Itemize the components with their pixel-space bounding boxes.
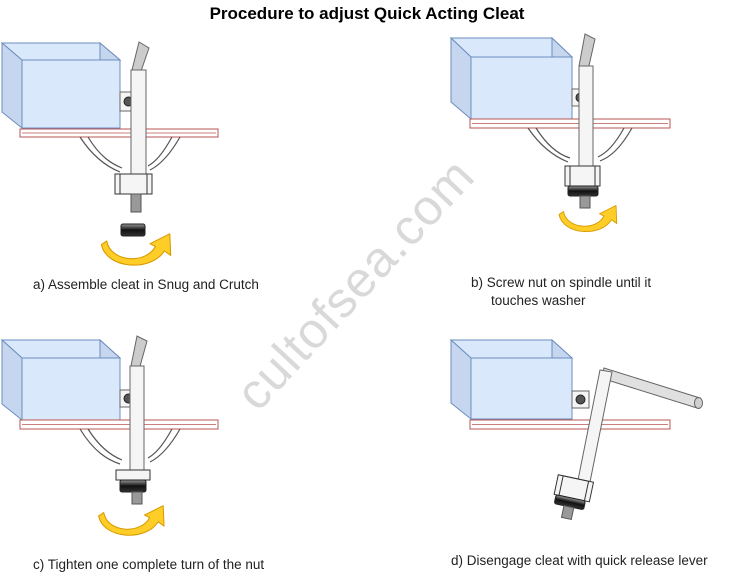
panel-b-handle-tip <box>578 33 596 71</box>
panel-c-rotation-arrow <box>98 505 165 536</box>
panel-c-nut <box>119 479 147 493</box>
panel-d-pin <box>575 394 586 405</box>
panel-d <box>449 338 703 521</box>
panel-a-crutch <box>79 136 181 173</box>
caption-step-a: a) Assemble cleat in Snug and Crutch <box>33 277 259 292</box>
panel-c-spindle <box>129 365 145 471</box>
panel-c-washer <box>115 469 151 481</box>
panel-d-washer-nut <box>553 474 595 521</box>
panel-b-rotation-arrow <box>558 205 618 233</box>
diagram-title: Procedure to adjust Quick Acting Cleat <box>209 4 525 23</box>
panel-a-handle-tip <box>131 41 150 75</box>
panel-c-box <box>0 338 122 422</box>
caption-step-d: d) Disengage cleat with quick release le… <box>451 553 708 568</box>
panel-c-crutch <box>79 428 181 465</box>
panel-a-spindle <box>130 69 147 175</box>
panel-c-handle-tip <box>130 335 148 371</box>
panel-a-rotation-arrow <box>100 233 172 266</box>
panel-b <box>449 33 671 233</box>
panel-b-box <box>449 36 574 121</box>
panel-a-nut <box>120 223 146 237</box>
panel-d-box <box>449 338 574 421</box>
panel-d-spindle <box>575 369 613 493</box>
caption-step-c: c) Tighten one complete turn of the nut <box>33 557 265 572</box>
panel-d-release-lever <box>600 367 703 409</box>
panel-b-spindle <box>578 65 594 167</box>
panel-a-washer <box>114 173 153 195</box>
panel-a-box <box>0 41 122 130</box>
panel-c <box>0 335 219 536</box>
panel-b-crutch <box>527 127 633 163</box>
panel-b-nut <box>567 185 599 197</box>
caption-step-b-line2: touches washer <box>491 293 586 308</box>
panel-a <box>0 41 219 266</box>
caption-step-b-line1: b) Screw nut on spindle until it <box>471 275 652 290</box>
